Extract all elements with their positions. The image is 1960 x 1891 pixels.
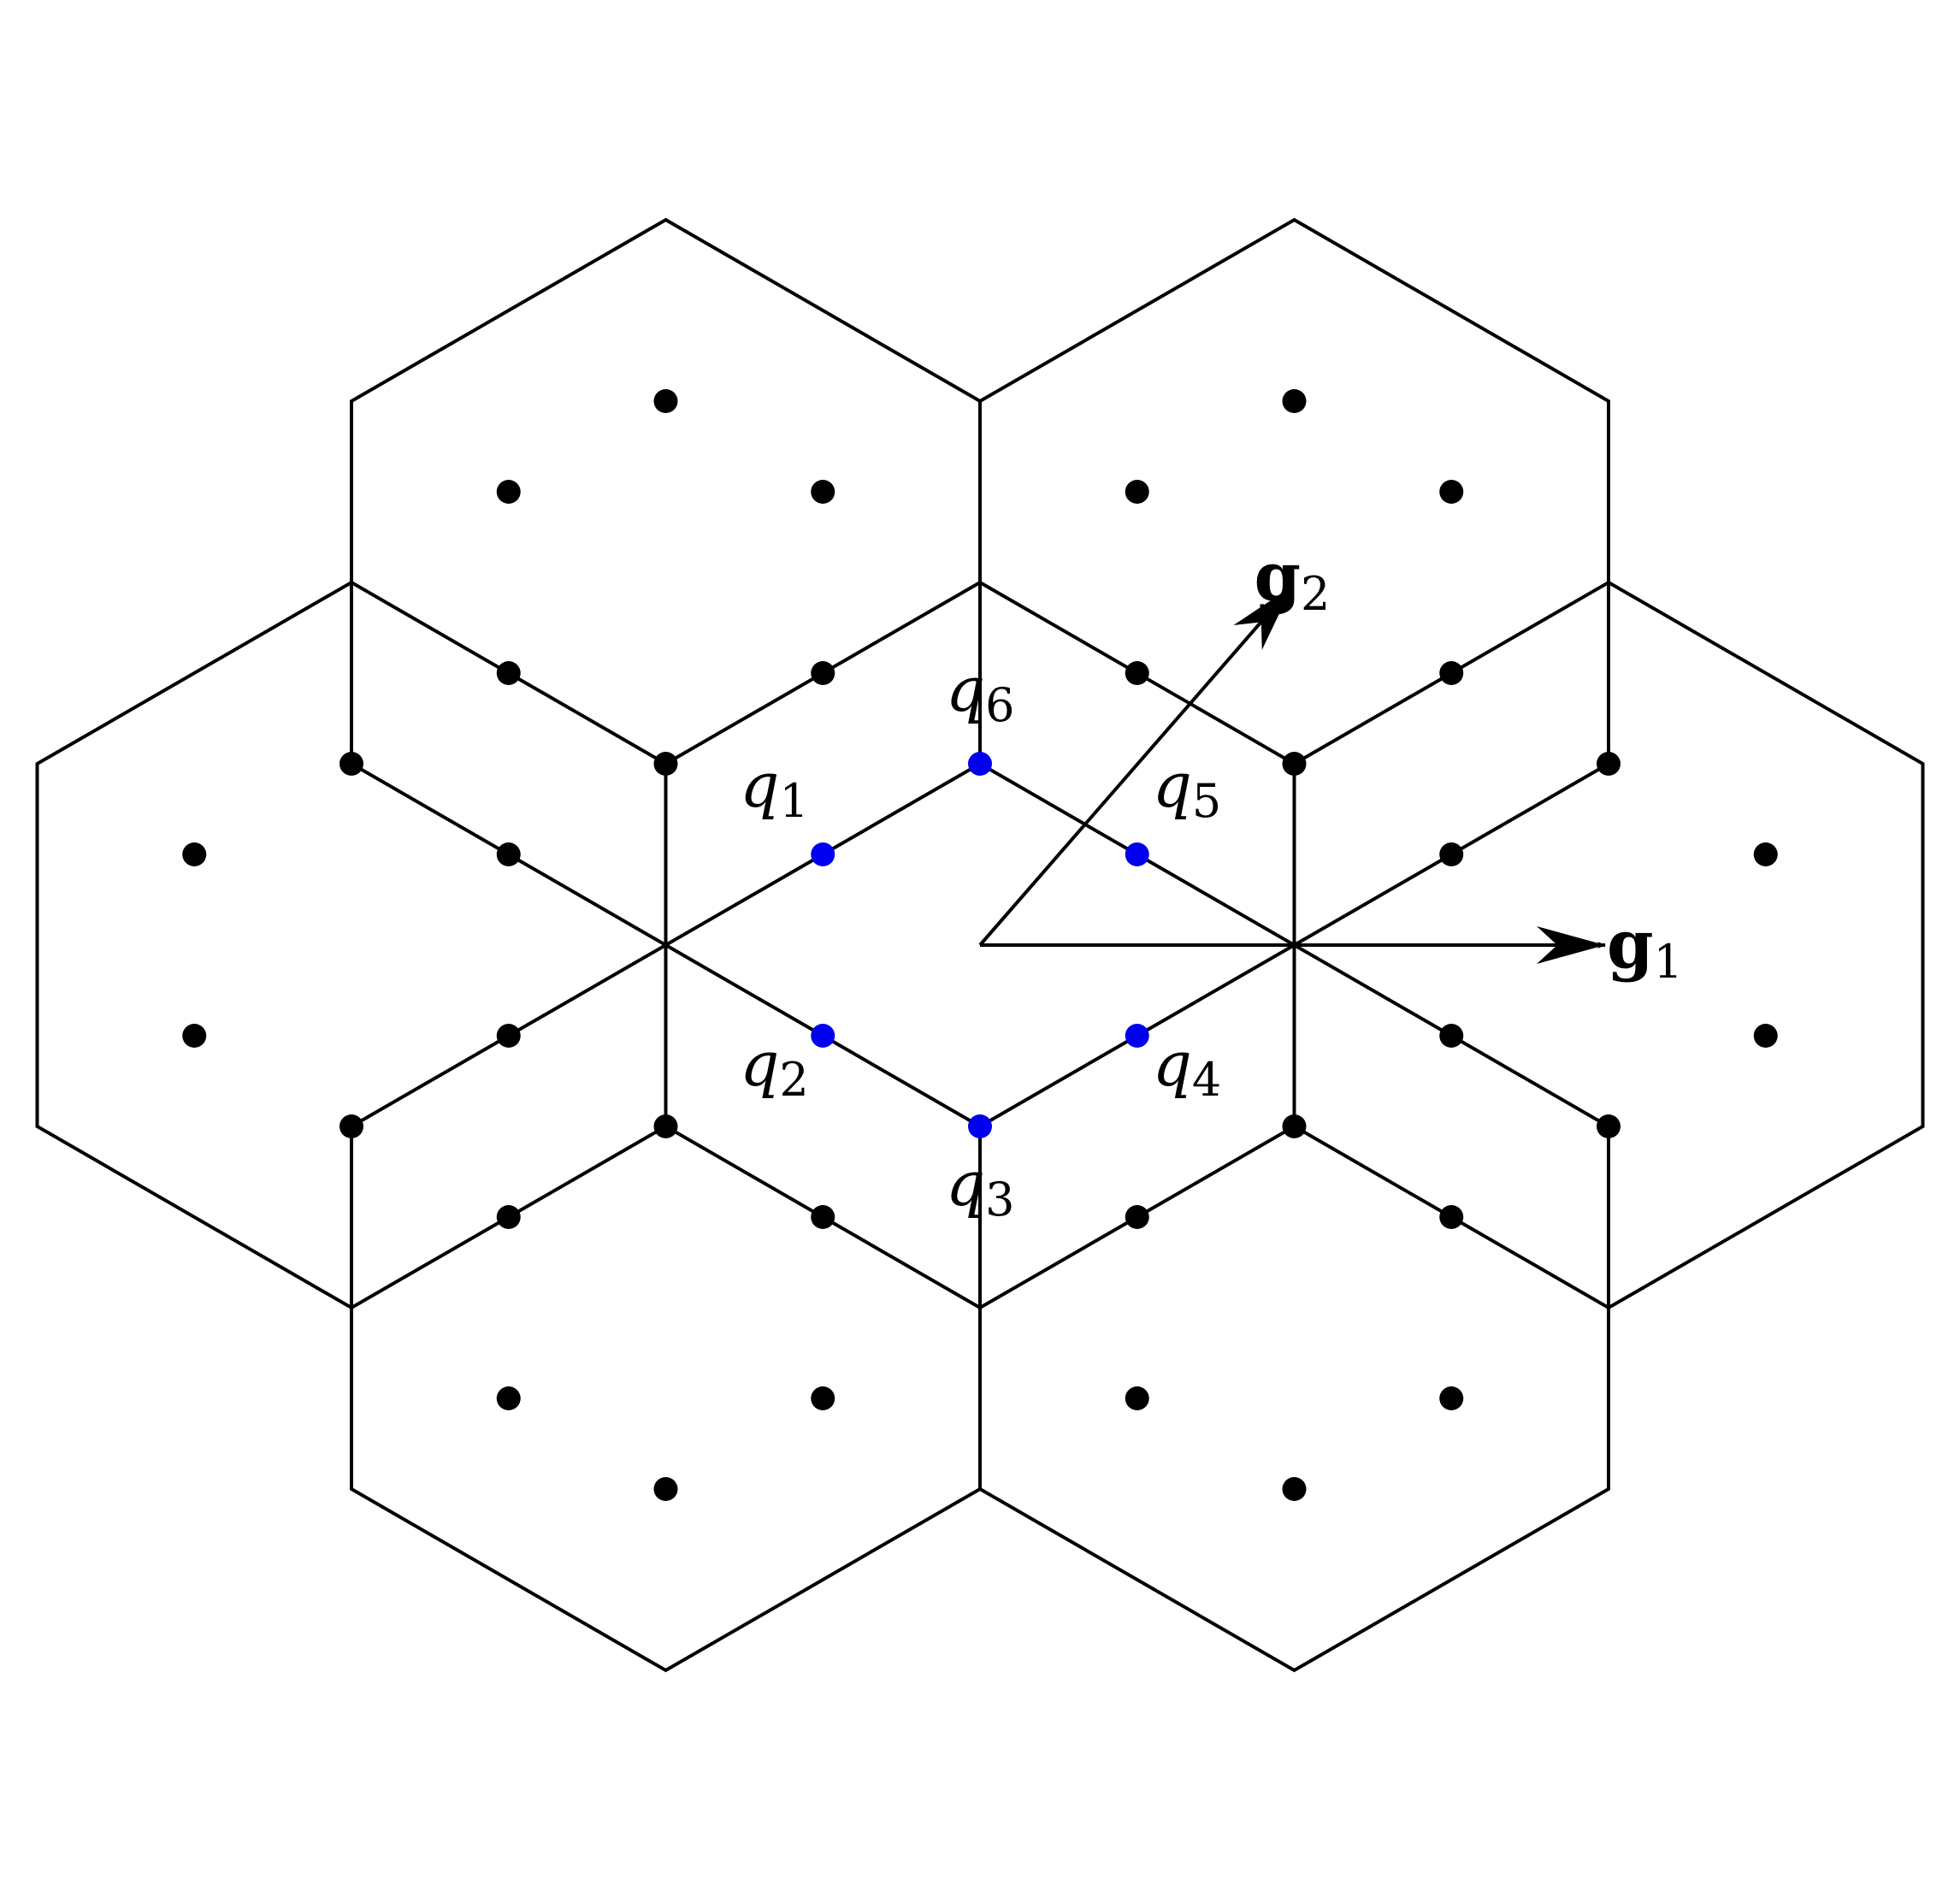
g2-label: g2: [1255, 538, 1331, 621]
lattice-point: [182, 842, 207, 866]
q2-label: q2: [740, 1028, 808, 1107]
q5-label: q5: [1153, 749, 1221, 828]
q4-label-subscript: 4: [1192, 1053, 1221, 1107]
q-point-1: [811, 842, 835, 866]
q4-label-symbol: q: [1153, 1028, 1192, 1100]
lattice-point: [496, 1386, 521, 1410]
q-point-2: [811, 1024, 835, 1048]
q5-label-subscript: 5: [1192, 774, 1221, 828]
lattice-point: [811, 661, 835, 685]
lattice-point: [1753, 1024, 1778, 1048]
lattice-point: [496, 480, 521, 504]
lattice-point: [496, 1024, 521, 1048]
q3-label-symbol: q: [946, 1148, 985, 1220]
lattice-point: [653, 752, 678, 776]
lattice-points: [182, 389, 1778, 1501]
q4-label: q4: [1153, 1028, 1221, 1107]
q6-label-symbol: q: [946, 653, 985, 725]
g1-label-symbol: g: [1607, 906, 1654, 984]
lattice-point: [811, 1205, 835, 1229]
q3-label: q3: [946, 1148, 1014, 1226]
q6-label-subscript: 6: [985, 678, 1014, 732]
lattice-point: [653, 1477, 678, 1501]
lattice-point: [1753, 842, 1778, 866]
g2-label-subscript: 2: [1301, 567, 1330, 621]
lattice-point: [1439, 842, 1464, 866]
lattice-point: [1439, 1205, 1464, 1229]
lattice-point: [653, 1114, 678, 1138]
g2-label-symbol: g: [1255, 538, 1302, 616]
lattice-point: [182, 1024, 207, 1048]
lattice-point: [1439, 1386, 1464, 1410]
vector-g2-arrowhead: [1233, 586, 1293, 650]
lattice-point: [496, 1205, 521, 1229]
q1-label-subscript: 1: [779, 774, 808, 828]
lattice-point: [496, 842, 521, 866]
lattice-point: [1439, 661, 1464, 685]
lattice-point: [1125, 480, 1149, 504]
lattice-point: [1282, 1477, 1307, 1501]
q-points: [811, 752, 1149, 1138]
lattice-point: [1282, 752, 1307, 776]
lattice-point: [1125, 661, 1149, 685]
lattice-point: [1439, 480, 1464, 504]
g1-label-subscript: 1: [1654, 935, 1683, 989]
vector-g2: [978, 584, 1295, 947]
reciprocal-vectors: [978, 584, 1606, 964]
lattice-point: [1125, 1386, 1149, 1410]
lattice-point: [1597, 752, 1621, 776]
lattice-point: [1282, 389, 1307, 413]
lattice-point: [1439, 1024, 1464, 1048]
lattice-point: [811, 1386, 835, 1410]
q1-label: q1: [740, 749, 808, 828]
q1-label-symbol: q: [740, 749, 779, 821]
q-point-6: [968, 752, 992, 776]
q2-label-symbol: q: [740, 1028, 779, 1100]
lattice-point: [811, 480, 835, 504]
lattice-point: [496, 661, 521, 685]
q-point-4: [1125, 1024, 1149, 1048]
vector-g1-arrowhead: [1537, 926, 1605, 964]
g1-label: g1: [1607, 906, 1683, 989]
q3-label-subscript: 3: [985, 1173, 1014, 1226]
q-point-3: [968, 1114, 992, 1138]
lattice-point: [339, 1114, 363, 1138]
q-point-5: [1125, 842, 1149, 866]
lattice-point: [1282, 1114, 1307, 1138]
q5-label-symbol: q: [1153, 749, 1192, 821]
q6-label: q6: [946, 653, 1014, 732]
lattice-point: [1125, 1205, 1149, 1229]
q2-label-subscript: 2: [779, 1053, 808, 1107]
lattice-point: [339, 752, 363, 776]
lattice-point: [1597, 1114, 1621, 1138]
lattice-point: [653, 389, 678, 413]
